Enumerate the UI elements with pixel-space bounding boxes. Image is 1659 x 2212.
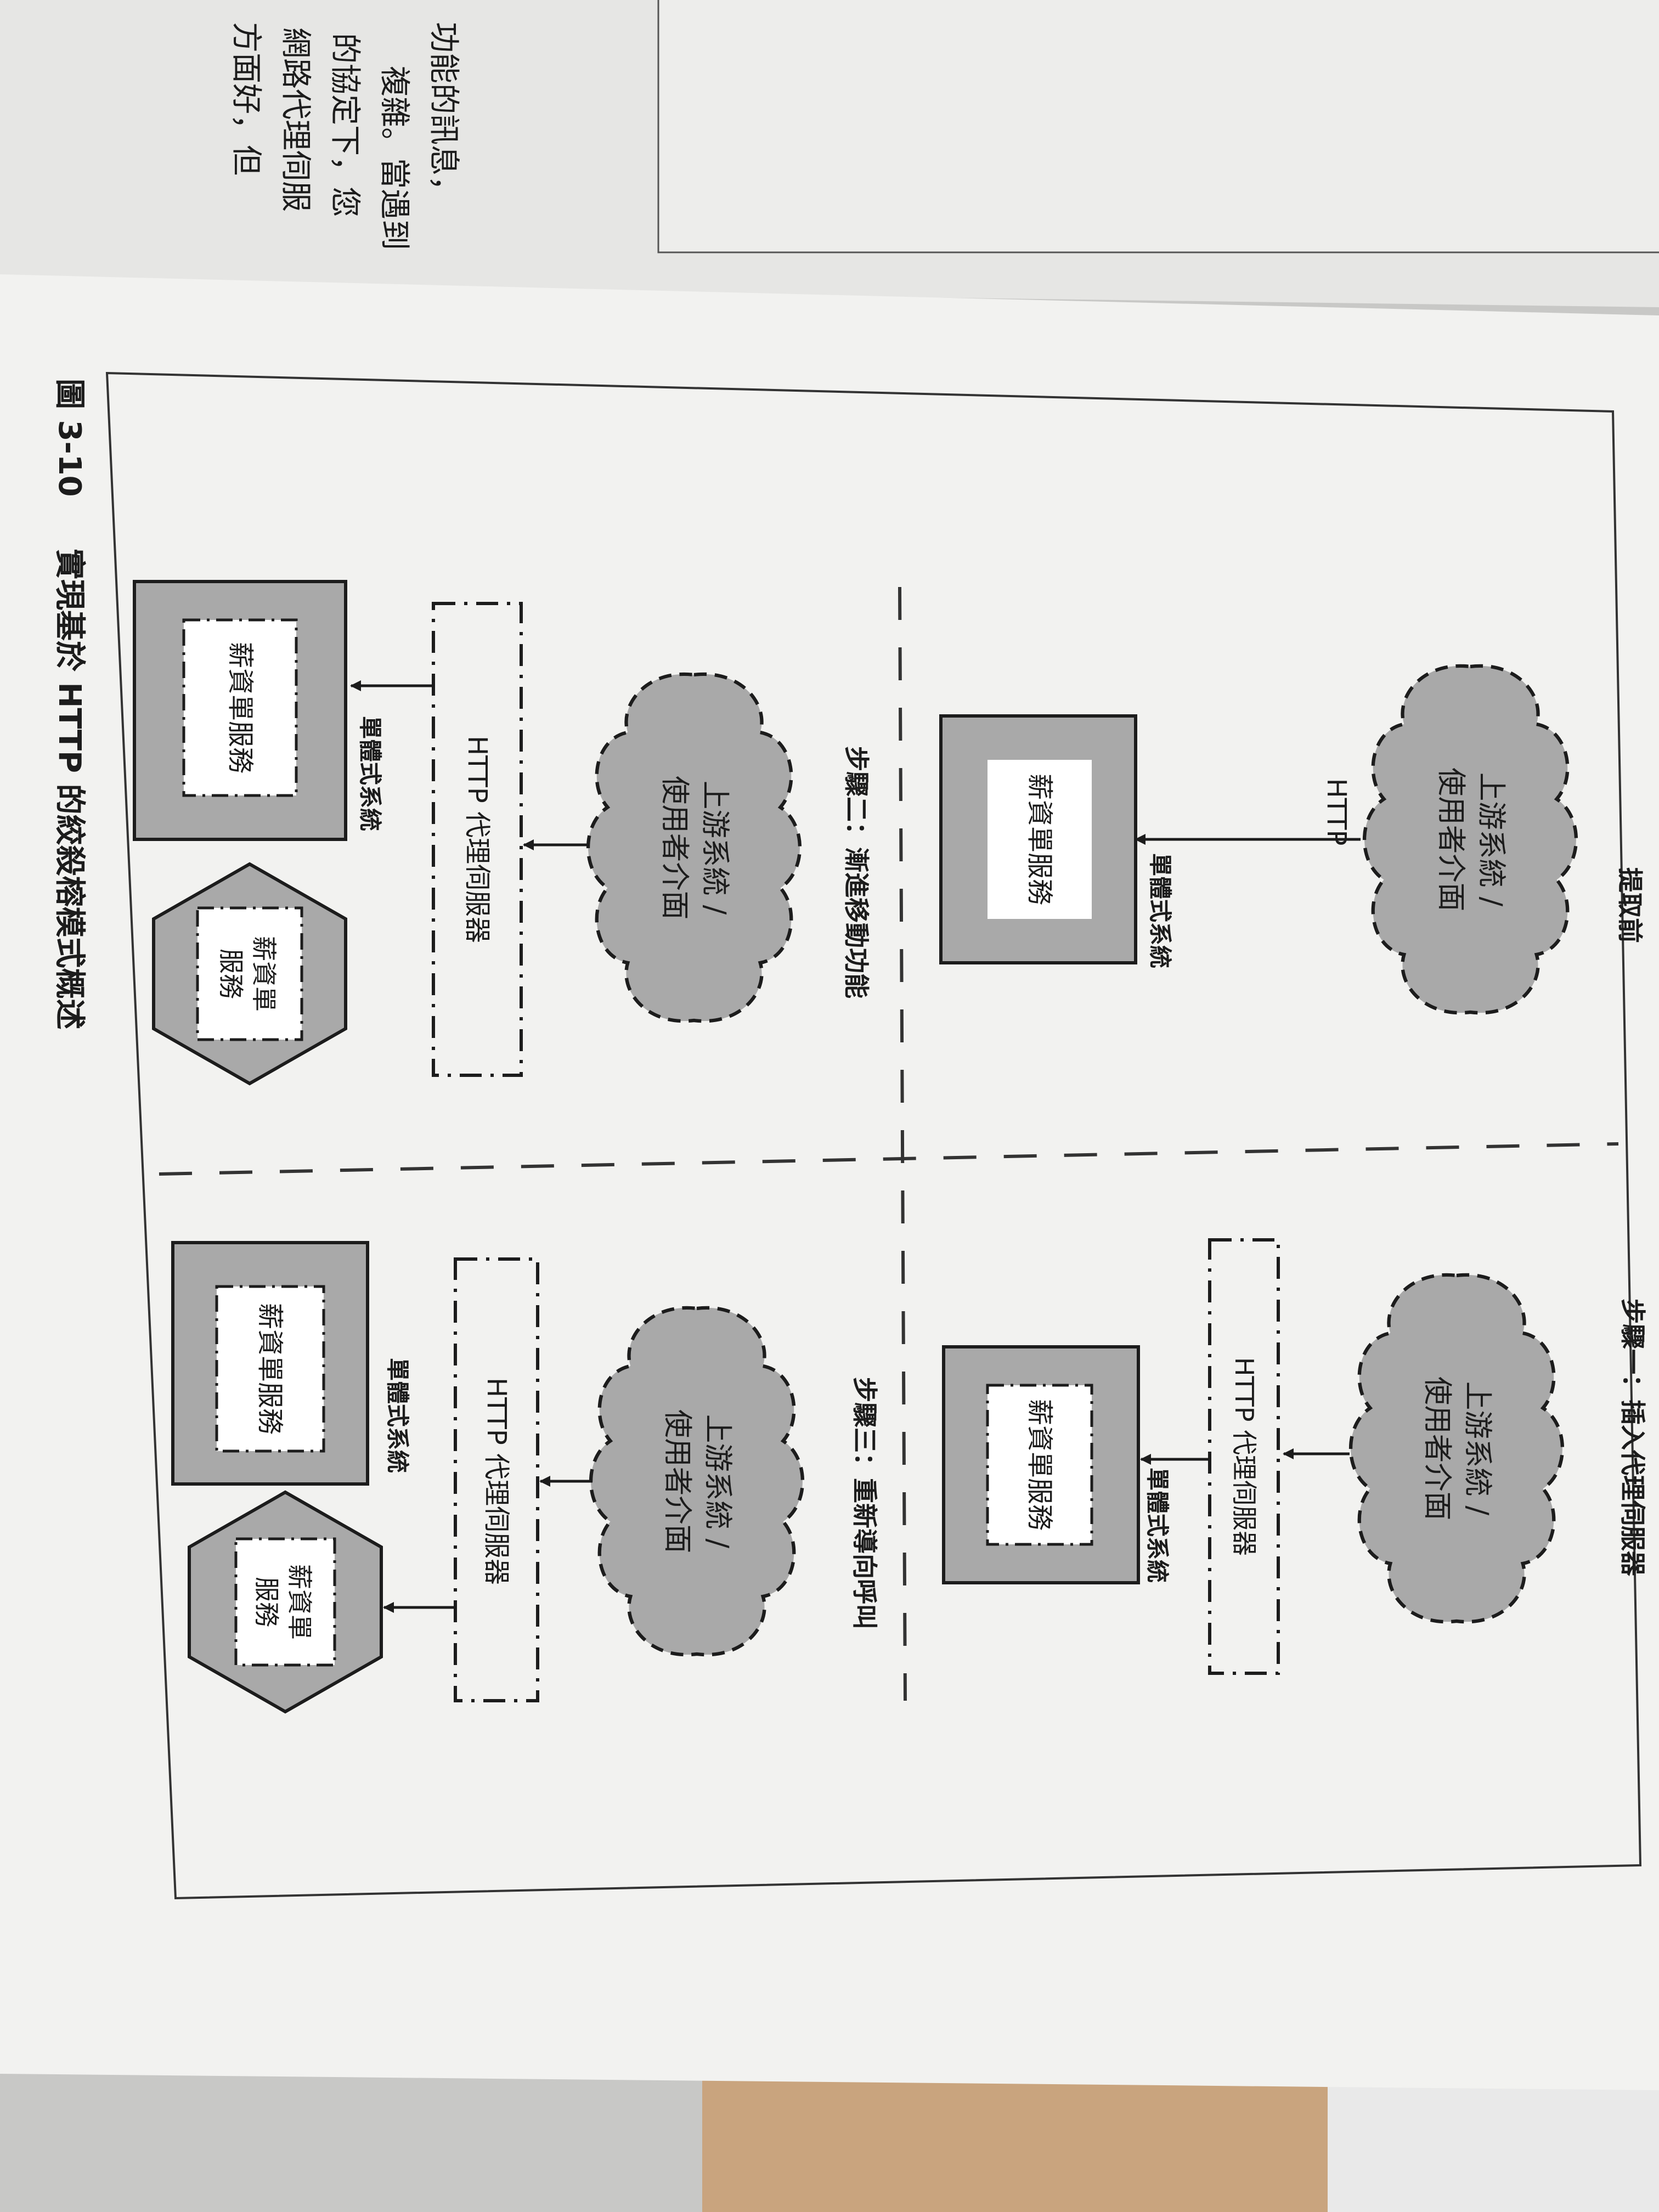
previous-page-text-5: 方面好，但 — [228, 22, 264, 176]
svg-text:單體式系統: 單體式系統 — [1144, 1468, 1171, 1583]
svg-text:HTTP 代理伺服器: HTTP 代理伺服器 — [481, 1378, 512, 1585]
svg-text:服務: 服務 — [216, 949, 246, 999]
svg-text:HTTP: HTTP — [1321, 778, 1352, 846]
svg-text:上游系統 /: 上游系統 / — [701, 1414, 735, 1549]
panel-before: 提取前 上游系統 / 使用者介面 HTTP 單體式系統 薪資單服務 — [939, 666, 1645, 1013]
monolith-label: 單體式系統 — [1144, 1468, 1171, 1583]
panel-step3-title: 步驟三：重新導向呼叫 — [850, 1377, 879, 1629]
monolith-label: 單體式系統 — [357, 716, 383, 831]
panel-step1: 步驟一：插入代理伺服器 上游系統 / 使用者介面 HTTP 代理伺服器 單體式系… — [942, 1238, 1647, 1675]
svg-text:單體式系統: 單體式系統 — [1147, 853, 1173, 968]
svg-text:功能的訊息，: 功能的訊息， — [426, 22, 461, 206]
divider-horizontal — [159, 1142, 1619, 1176]
svg-text:的協定下，您: 的協定下，您 — [327, 33, 363, 217]
previous-page-text-2: 複雜。當遇到 — [376, 66, 412, 250]
payroll-inner-label: 薪資單服務 — [1024, 1399, 1055, 1531]
upstream-cloud: 上游系統 / 使用者介面 — [1364, 666, 1576, 1013]
payroll-inner-label: 薪資單服務 — [1024, 774, 1055, 905]
payroll-inner-box — [182, 618, 298, 797]
payroll-microservice-hexagon: 薪資單 服務 — [189, 1492, 381, 1712]
previous-page-frame — [657, 0, 1659, 253]
svg-text:單體式系統: 單體式系統 — [357, 716, 383, 831]
svg-text:使用者介面: 使用者介面 — [1435, 768, 1468, 911]
upstream-cloud: 上游系統 / 使用者介面 — [591, 1308, 803, 1655]
svg-text:提取前: 提取前 — [1615, 867, 1645, 943]
svg-text:方面好，但: 方面好，但 — [228, 22, 264, 176]
panel-step3: 步驟三：重新導向呼叫 上游系統 / 使用者介面 HTTP 代理伺服器 單體式系統… — [171, 1241, 879, 1712]
http-proxy-box — [454, 1257, 539, 1702]
payroll-inner-box — [215, 1285, 325, 1453]
http-proxy-label: HTTP 代理伺服器 — [462, 736, 493, 943]
book-page — [0, 274, 1659, 2090]
svg-text:上游系統 /: 上游系統 / — [698, 781, 732, 915]
svg-text:HTTP 代理伺服器: HTTP 代理伺服器 — [1229, 1357, 1259, 1556]
svg-text:服務: 服務 — [252, 1577, 281, 1627]
previous-page-text: 功能的訊息， — [426, 22, 461, 206]
figure-caption: 圖 3-10 實現基於 HTTP 的絞殺榕模式概述 — [52, 379, 87, 1030]
divider-vertical — [898, 586, 907, 1701]
svg-text:薪資單服務: 薪資單服務 — [255, 1303, 285, 1435]
upstream-cloud: 上游系統 / 使用者介面 — [588, 674, 800, 1021]
http-proxy-label: HTTP 代理伺服器 — [481, 1378, 512, 1585]
svg-text:HTTP 代理伺服器: HTTP 代理伺服器 — [462, 736, 493, 943]
monolith-label: 單體式系統 — [1147, 853, 1173, 968]
payroll-microservice-hexagon: 薪資單 服務 — [154, 864, 346, 1084]
diagram-frame — [105, 371, 1642, 1900]
svg-text:網路代理伺服: 網路代理伺服 — [278, 27, 313, 212]
panel-step2-title: 步驟二：漸進移動功能 — [842, 746, 871, 998]
svg-text:上游系統 /: 上游系統 / — [1475, 772, 1508, 907]
svg-text:薪資單服務: 薪資單服務 — [1024, 774, 1055, 905]
previous-page-text-3: 的協定下，您 — [327, 33, 363, 217]
http-proxy-label: HTTP 代理伺服器 — [1229, 1357, 1259, 1556]
svg-text:薪資單: 薪資單 — [285, 1564, 314, 1640]
monolith-label: 單體式系統 — [384, 1358, 411, 1473]
svg-text:使用者介面: 使用者介面 — [661, 1409, 695, 1553]
svg-text:薪資單服務: 薪資單服務 — [1024, 1399, 1055, 1531]
figure-number: 圖 3-10 — [52, 379, 87, 497]
figure-caption-text: 實現基於 HTTP 的絞殺榕模式概述 — [52, 549, 87, 1030]
payroll-inner-box — [988, 760, 1092, 919]
svg-text:使用者介面: 使用者介面 — [1421, 1376, 1454, 1520]
panel-step1-title: 步驟一：插入代理伺服器 — [1618, 1299, 1647, 1577]
previous-page-text-4: 網路代理伺服 — [278, 27, 313, 212]
svg-text:單體式系統: 單體式系統 — [384, 1358, 411, 1473]
svg-text:使用者介面: 使用者介面 — [658, 776, 692, 919]
svg-text:步驟三：重新導向呼叫: 步驟三：重新導向呼叫 — [850, 1377, 879, 1629]
panel-step2: 步驟二：漸進移動功能 上游系統 / 使用者介面 HTTP 代理伺服器 單體式系統… — [133, 580, 871, 1084]
payroll-inner-label: 薪資單服務 — [225, 642, 256, 774]
svg-text:上游系統 /: 上游系統 / — [1461, 1381, 1494, 1516]
svg-text:薪資單: 薪資單 — [249, 936, 279, 1012]
svg-text:薪資單服務: 薪資單服務 — [225, 642, 256, 774]
svg-text:步驟一：插入代理伺服器: 步驟一：插入代理伺服器 — [1618, 1299, 1647, 1577]
http-label: HTTP — [1321, 778, 1352, 846]
http-proxy-box — [1208, 1238, 1280, 1675]
svg-text:步驟二：漸進移動功能: 步驟二：漸進移動功能 — [842, 746, 871, 998]
http-proxy-box — [432, 602, 523, 1077]
panel-before-title: 提取前 — [1615, 867, 1645, 943]
upstream-cloud: 上游系統 / 使用者介面 — [1351, 1275, 1562, 1622]
payroll-inner-box — [986, 1384, 1093, 1546]
svg-text:複雜。當遇到: 複雜。當遇到 — [376, 66, 412, 250]
payroll-inner-label: 薪資單服務 — [255, 1303, 285, 1435]
